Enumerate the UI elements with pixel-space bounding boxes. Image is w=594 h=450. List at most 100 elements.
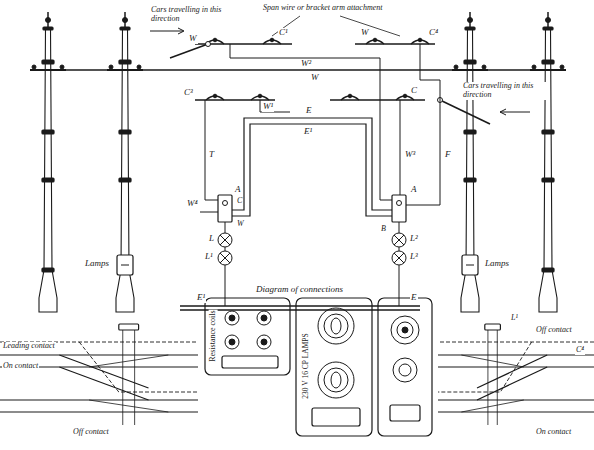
label: Lamps (84, 259, 110, 269)
label: C¹ (278, 28, 289, 38)
line (232, 124, 392, 216)
box-outline (378, 298, 432, 436)
line (340, 16, 400, 36)
circle (213, 38, 217, 42)
circle (560, 65, 564, 69)
box-outline (42, 178, 54, 182)
label: C⁴ (428, 28, 439, 38)
label: W² (300, 59, 312, 69)
box-outline (464, 178, 476, 182)
line (466, 265, 474, 266)
label: Leading contact (2, 342, 56, 351)
label: Diagram of connections (255, 285, 344, 295)
label: W⁴ (186, 199, 199, 209)
line (232, 118, 392, 210)
line (438, 399, 594, 400)
circle (229, 339, 235, 345)
circle (60, 65, 64, 69)
circle (225, 335, 239, 349)
line (400, 100, 401, 195)
box-outline (485, 324, 501, 330)
label: A (234, 185, 242, 195)
label: L (208, 234, 215, 244)
circle (225, 311, 239, 325)
line (89, 355, 168, 367)
circle (257, 311, 271, 325)
circle (546, 18, 551, 23)
circle (229, 315, 235, 321)
circle (46, 18, 51, 23)
line (225, 265, 226, 306)
line (79, 342, 198, 392)
circle (402, 327, 408, 333)
box-outline (543, 27, 553, 30)
line (150, 31, 183, 32)
line (438, 342, 594, 343)
label: C⁴ (575, 346, 585, 355)
line (461, 355, 523, 367)
line (330, 99, 425, 101)
line (0, 399, 198, 400)
label: L¹ (510, 314, 519, 323)
circle (109, 65, 113, 69)
label: Resistance coils (209, 309, 218, 362)
circle (257, 335, 271, 349)
line (438, 366, 594, 367)
line (220, 235, 230, 245)
line (48, 69, 548, 70)
circle (218, 251, 232, 265)
label: E (305, 106, 313, 116)
circle (223, 201, 228, 206)
signal-boxes (205, 298, 432, 436)
label: W (360, 28, 370, 38)
label: A (410, 185, 418, 195)
label: W (310, 73, 320, 83)
circle (213, 94, 217, 98)
box-outline (542, 60, 554, 64)
circle (392, 251, 406, 265)
circle (218, 233, 232, 247)
circle (32, 65, 36, 69)
line (497, 328, 498, 425)
label: C (410, 86, 418, 96)
box-outline (43, 27, 53, 30)
box-outline (392, 195, 406, 222)
label: 230 V 16 CP LAMPS (302, 332, 310, 399)
line (394, 253, 404, 263)
line (394, 253, 404, 263)
circle (123, 18, 128, 23)
line (225, 247, 226, 251)
poles (30, 12, 566, 312)
line (399, 247, 400, 251)
line (180, 305, 420, 306)
line (500, 109, 506, 115)
line (122, 328, 123, 425)
line (230, 44, 392, 200)
circle (318, 308, 354, 344)
line (220, 235, 230, 245)
label: Cars travelling in this direction (462, 82, 549, 100)
box-outline (119, 130, 131, 134)
circle (391, 316, 419, 344)
box-outline (42, 268, 54, 272)
label: W¹ (262, 102, 274, 112)
line (440, 100, 490, 124)
box-outline (464, 130, 476, 134)
lamp-bulb (331, 372, 341, 388)
box-outline (390, 405, 420, 421)
box-outline (542, 130, 554, 134)
line (394, 235, 404, 245)
circle (482, 65, 486, 69)
line (220, 253, 230, 263)
label: Lamps (484, 259, 510, 269)
box-outline (222, 356, 278, 368)
label: L¹ (204, 252, 214, 262)
line (500, 112, 530, 113)
line (406, 44, 440, 205)
box-outline (542, 268, 554, 272)
circle (397, 201, 402, 206)
line (225, 222, 226, 233)
box-outline (464, 60, 476, 64)
circle (261, 315, 267, 321)
